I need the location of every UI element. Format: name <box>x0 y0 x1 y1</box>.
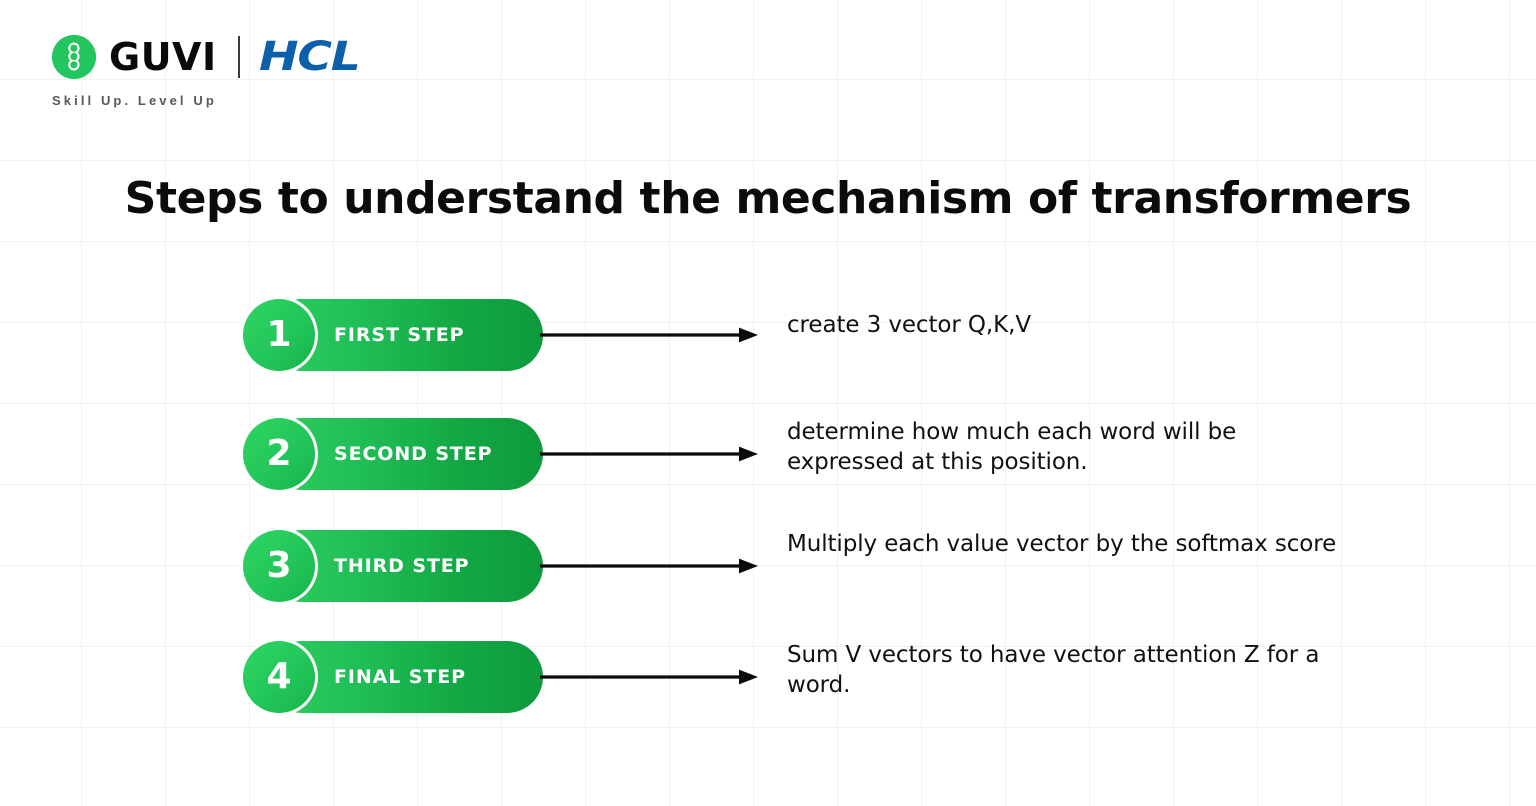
guvi-g-mark-icon <box>52 35 96 79</box>
step-number-badge: 1 <box>243 299 315 371</box>
step-number-badge: 3 <box>243 530 315 602</box>
arrow-right-icon <box>540 446 758 462</box>
step-label: THIRD STEP <box>334 555 470 577</box>
hcl-wordmark: HCL <box>258 34 361 80</box>
step-row: FINAL STEP 4 Sum V vectors to have vecto… <box>0 638 1536 716</box>
step-label: SECOND STEP <box>334 443 493 465</box>
step-number-badge: 4 <box>243 641 315 713</box>
step-row: FIRST STEP 1 create 3 vector Q,K,V <box>0 296 1536 374</box>
step-number-badge: 2 <box>243 418 315 490</box>
step-description: Sum V vectors to have vector attention Z… <box>787 642 1320 699</box>
step-description: Multiply each value vector by the softma… <box>787 531 1337 557</box>
steps-list: FIRST STEP 1 create 3 vector Q,K,V SECON… <box>0 296 1536 716</box>
guvi-wordmark: GUVI <box>109 35 217 79</box>
step-description: determine how much each word will be exp… <box>787 419 1237 476</box>
arrow-right-icon <box>540 558 758 574</box>
page-title: Steps to understand the mechanism of tra… <box>124 173 1412 224</box>
brand-logo-row: GUVI HCL <box>52 32 360 82</box>
step-label: FIRST STEP <box>334 324 465 346</box>
brand-tagline: Skill Up. Level Up <box>52 93 217 108</box>
step-label: FINAL STEP <box>334 666 466 688</box>
arrow-right-icon <box>540 327 758 343</box>
arrow-right-icon <box>540 669 758 685</box>
brand-header: GUVI HCL Skill Up. Level Up <box>52 32 360 108</box>
step-row: SECOND STEP 2 determine how much each wo… <box>0 415 1536 493</box>
brand-divider <box>237 36 240 78</box>
step-description: create 3 vector Q,K,V <box>787 312 1031 338</box>
step-row: THIRD STEP 3 Multiply each value vector … <box>0 527 1536 605</box>
